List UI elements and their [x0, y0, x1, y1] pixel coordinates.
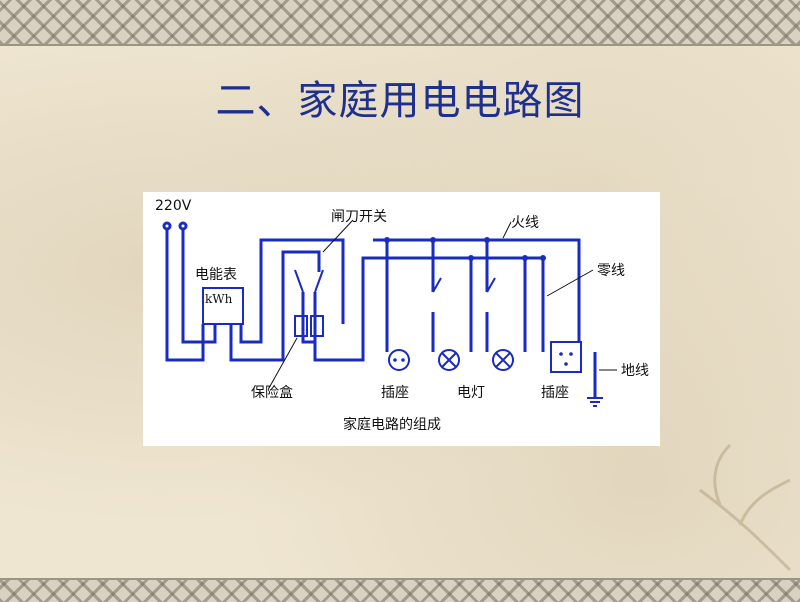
leader-neutral-wire — [546, 269, 594, 297]
knife-switch-label: 闸刀开关 — [331, 209, 387, 225]
top-decorative-border — [0, 0, 800, 46]
knife-switch-blade-1 — [294, 269, 304, 293]
ground-wire-label: 地线 — [621, 363, 649, 379]
bottom-decorative-border — [0, 578, 800, 602]
decorative-branch — [699, 443, 792, 572]
circuit-diagram: 220V 闸刀开关 火线 零线 电能表 kWh 保险盒 地线 插座 电灯 插座 … — [143, 192, 660, 446]
leader-live-wire — [502, 221, 512, 239]
fuse-box-label: 保险盒 — [251, 385, 293, 401]
diagram-caption: 家庭电路的组成 — [343, 417, 441, 433]
meter-box — [202, 287, 244, 325]
switch-to-fuse-2 — [313, 256, 373, 362]
meter-label: 电能表 — [195, 267, 237, 283]
input-terminal-2 — [178, 221, 188, 231]
leader-fuse-box — [268, 337, 298, 389]
fuse-1 — [294, 315, 308, 337]
meter-unit-label: kWh — [205, 292, 233, 306]
neutral-wire-bus — [373, 256, 545, 352]
circuit-drawing — [162, 219, 617, 407]
lamp-2-switch — [486, 277, 496, 293]
slide-title: 二、家庭用电电路图 — [215, 78, 585, 124]
neutral-wire-label: 零线 — [597, 263, 625, 279]
input-wire-1 — [165, 229, 205, 362]
socket-2-label: 插座 — [541, 385, 569, 401]
input-terminal-1 — [162, 221, 172, 231]
live-wire-bus — [373, 238, 581, 302]
lamp-1-switch — [432, 277, 442, 293]
fuse-2 — [310, 315, 324, 337]
live-wire-label: 火线 — [511, 215, 539, 231]
lamp-label: 电灯 — [457, 385, 485, 401]
meter-out-2 — [239, 238, 345, 344]
voltage-label: 220V — [155, 198, 192, 214]
meter-out-1 — [229, 250, 321, 362]
socket-1-symbol — [388, 349, 410, 371]
switch-to-fuse-1 — [301, 292, 315, 344]
knife-switch-blade-2 — [314, 269, 324, 293]
leader-knife-switch — [322, 219, 354, 253]
socket-2-symbol — [550, 341, 582, 373]
socket-1-label: 插座 — [381, 385, 409, 401]
input-wire-2 — [181, 229, 217, 344]
